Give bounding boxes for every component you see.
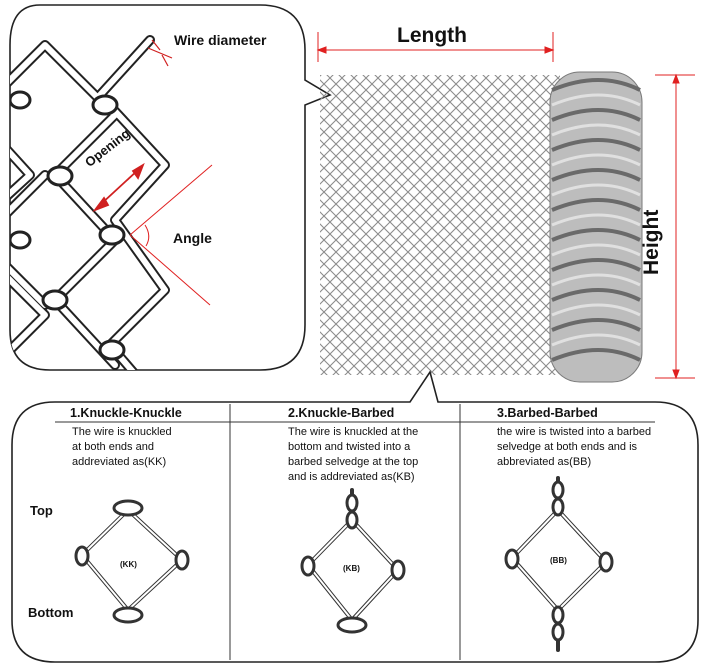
type-2-description: The wire is knuckled at the bottom and t… — [288, 425, 418, 485]
bb-diamond — [504, 476, 614, 652]
type-1-title: 1.Knuckle-Knuckle — [70, 406, 182, 420]
type-3-line: abbreviated as(BB) — [497, 456, 592, 468]
top-label: Top — [30, 503, 53, 518]
type-3-title: 3.Barbed-Barbed — [497, 406, 598, 420]
kk-diamond — [74, 499, 190, 624]
type-1-description: The wire is knuckled at both ends and ad… — [72, 425, 172, 470]
type-2-line: and is addreviated as(KB) — [288, 471, 415, 483]
mesh-roll — [549, 71, 643, 383]
type-3-line: the wire is twisted into a barbed — [497, 426, 652, 438]
kb-diamond — [300, 488, 406, 634]
type-1-line: addreviated as(KK) — [72, 456, 167, 468]
type-2-title: 2.Knuckle-Barbed — [288, 406, 395, 420]
height-dimension — [655, 73, 695, 380]
kk-code: (KK) — [120, 560, 137, 569]
type-1-line: The wire is knuckled — [72, 426, 172, 438]
wire-diameter-label: Wire diameter — [174, 32, 267, 48]
height-label: Height — [640, 209, 663, 275]
opening-arrow — [92, 162, 145, 212]
angle-label: Angle — [173, 230, 212, 246]
length-dimension — [316, 32, 555, 62]
mesh-panel — [320, 75, 560, 375]
type-2-line: The wire is knuckled at the — [288, 426, 419, 438]
angle-marker — [129, 164, 213, 306]
zoomed-chain-link — [10, 35, 170, 370]
type-2-line: barbed selvedge at the top — [288, 456, 419, 468]
length-label: Length — [397, 24, 467, 47]
type-3-line: selvedge at both ends and is — [497, 441, 638, 453]
bb-code: (BB) — [550, 556, 567, 565]
type-2-line: bottom and twisted into a — [288, 441, 411, 453]
type-3-description: the wire is twisted into a barbed selved… — [497, 425, 651, 470]
wire-diameter-marker — [147, 39, 173, 67]
bottom-label: Bottom — [28, 605, 74, 620]
type-1-line: at both ends and — [72, 441, 154, 453]
kb-code: (KB) — [343, 564, 360, 573]
